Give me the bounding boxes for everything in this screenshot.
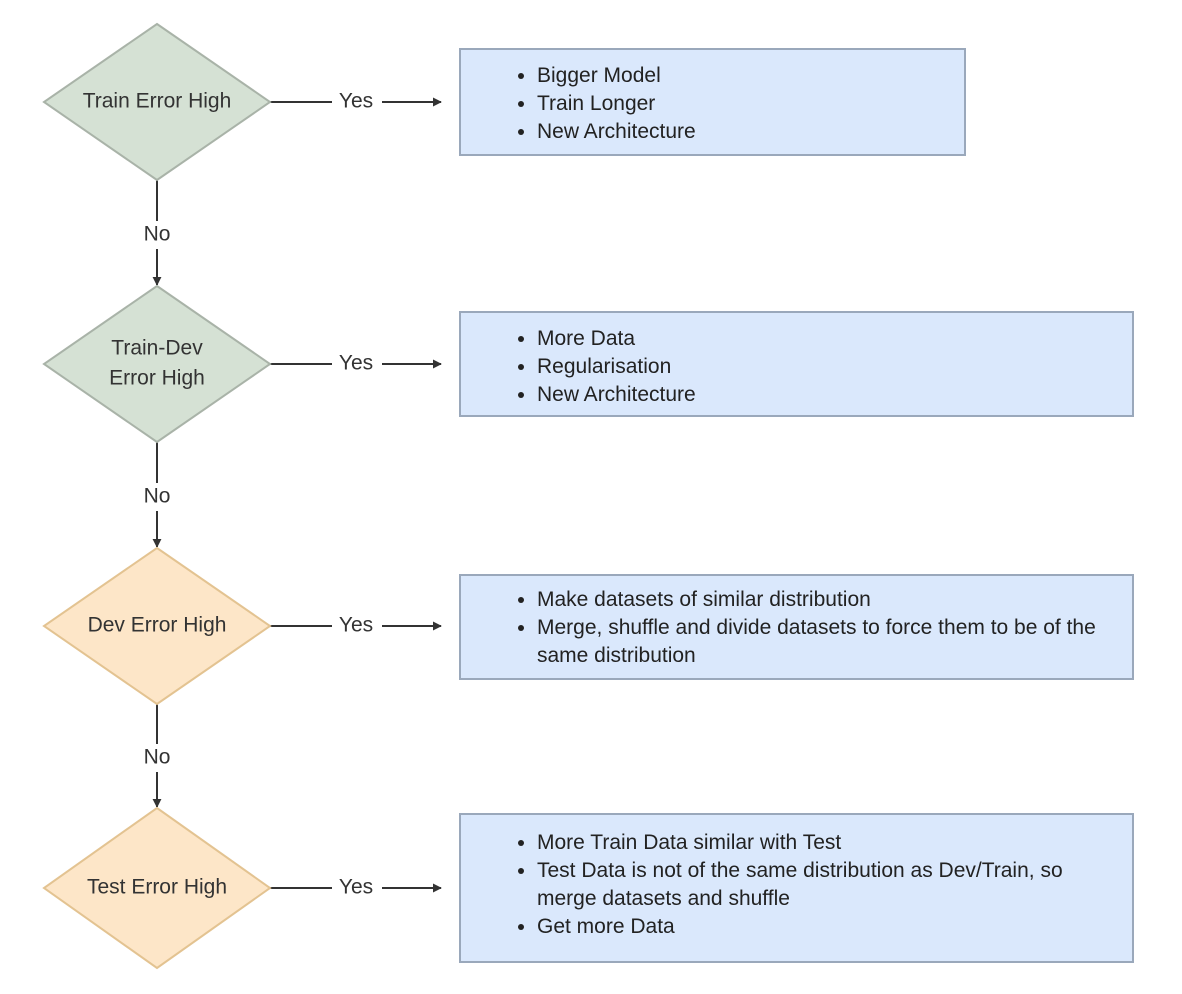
action-item: Merge, shuffle and divide datasets to fo… <box>537 614 1118 670</box>
no-label-3: No <box>144 746 171 769</box>
no-label-1: No <box>144 223 171 246</box>
no-label-bg <box>135 221 179 249</box>
decision-label-1: Train Error High <box>83 90 232 113</box>
action-item: New Architecture <box>537 118 950 146</box>
yes-label-4: Yes <box>339 876 373 899</box>
decision-label-2: Train-Dev <box>111 337 203 360</box>
yes-label-2: Yes <box>339 352 373 375</box>
decision-label-2: Error High <box>109 367 205 390</box>
action-list: More DataRegularisationNew Architecture <box>461 325 1118 409</box>
action-box-4: More Train Data similar with TestTest Da… <box>459 813 1134 963</box>
action-item: Bigger Model <box>537 62 950 90</box>
no-label-2: No <box>144 485 171 508</box>
yes-label-bg <box>332 612 382 640</box>
action-box-3: Make datasets of similar distributionMer… <box>459 574 1134 680</box>
action-box-1: Bigger ModelTrain LongerNew Architecture <box>459 48 966 156</box>
decision-diamond-4 <box>42 806 272 970</box>
no-label-bg <box>135 744 179 772</box>
action-item: Train Longer <box>537 90 950 118</box>
decision-label-3: Dev Error High <box>88 614 227 637</box>
action-item: Regularisation <box>537 353 1118 381</box>
action-list: More Train Data similar with TestTest Da… <box>461 829 1118 941</box>
yes-label-bg <box>332 350 382 378</box>
no-label-bg <box>135 483 179 511</box>
action-item: Test Data is not of the same distributio… <box>537 857 1118 913</box>
action-box-2: More DataRegularisationNew Architecture <box>459 311 1134 417</box>
decision-diamond-2 <box>42 284 272 444</box>
yes-label-3: Yes <box>339 614 373 637</box>
action-item: New Architecture <box>537 381 1118 409</box>
action-item: More Data <box>537 325 1118 353</box>
action-item: Make datasets of similar distribution <box>537 586 1118 614</box>
yes-label-bg <box>332 88 382 116</box>
action-item: More Train Data similar with Test <box>537 829 1118 857</box>
action-list: Make datasets of similar distributionMer… <box>461 586 1118 670</box>
action-list: Bigger ModelTrain LongerNew Architecture <box>461 62 950 146</box>
yes-label-1: Yes <box>339 90 373 113</box>
yes-label-bg <box>332 874 382 902</box>
action-item: Get more Data <box>537 913 1118 941</box>
decision-diamond-3 <box>42 546 272 706</box>
decision-label-4: Test Error High <box>87 876 227 899</box>
decision-diamond-1 <box>42 22 272 182</box>
